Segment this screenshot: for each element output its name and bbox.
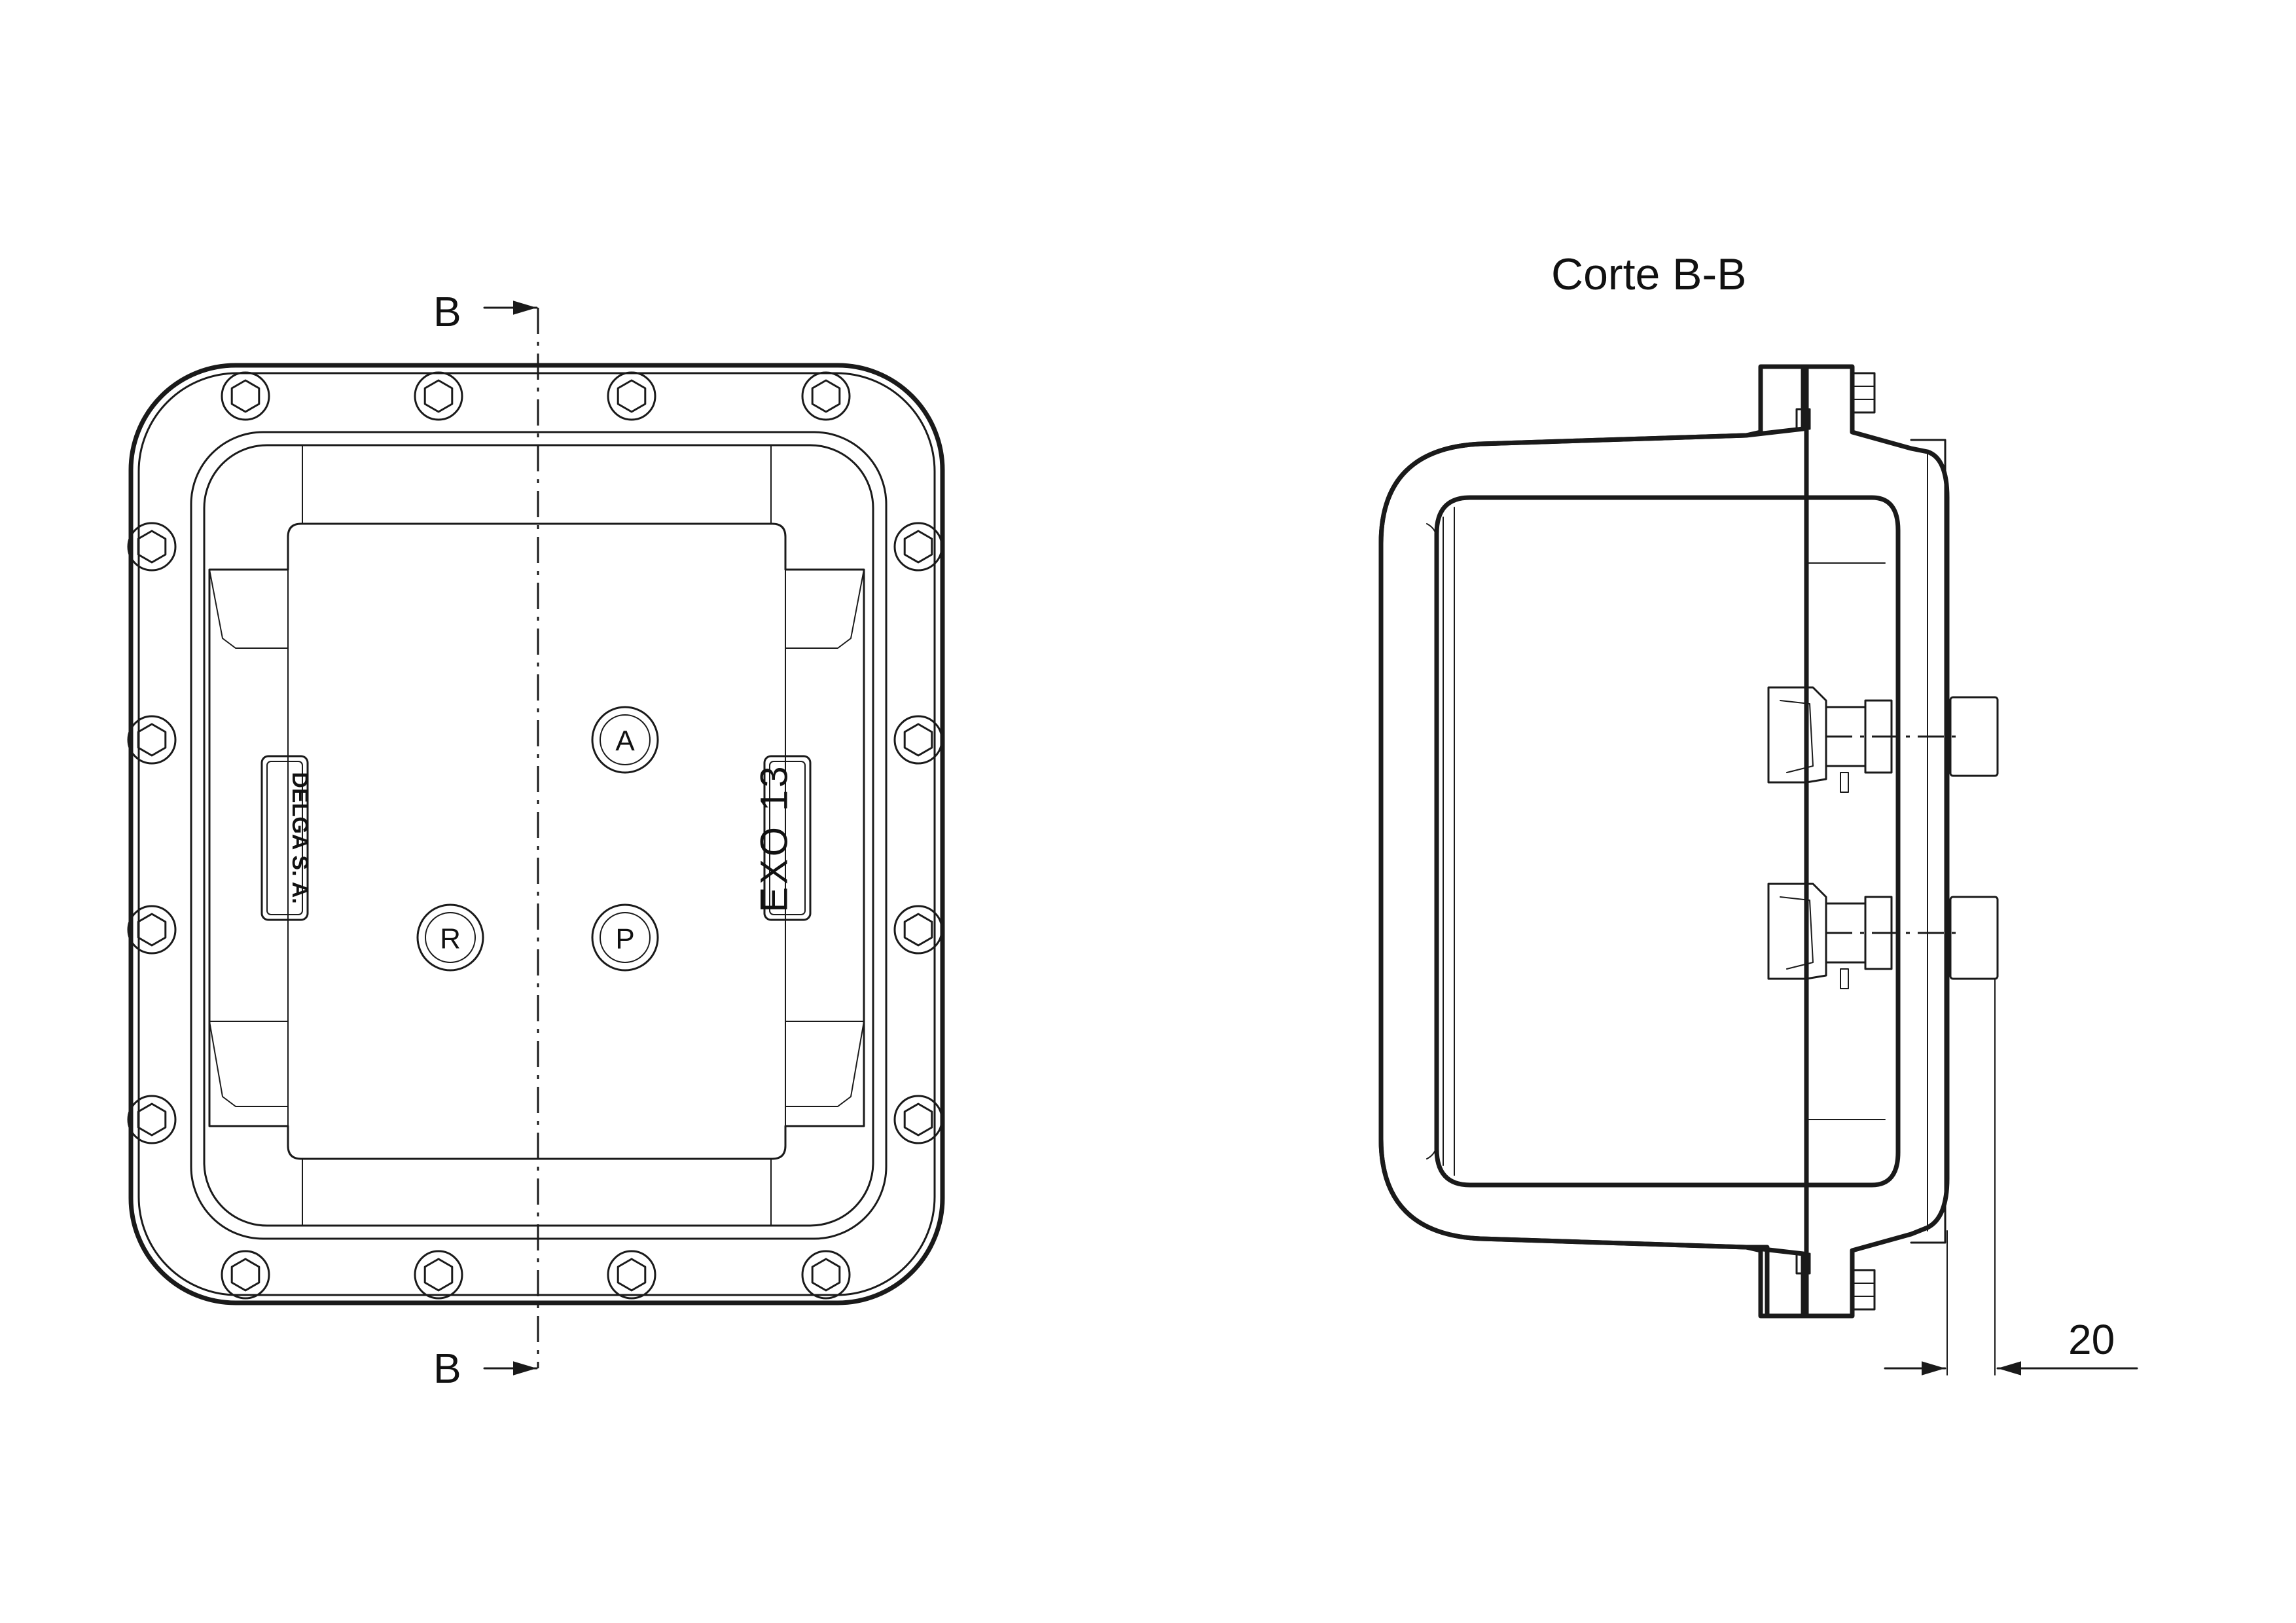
operator-lower	[1767, 883, 1999, 989]
button-a-label: A	[615, 725, 635, 757]
section-view: Corte B-B	[1378, 249, 2138, 1376]
button-p-label: P	[615, 923, 634, 955]
section-marker-bottom: B	[433, 1345, 461, 1392]
bolt-icon	[221, 371, 270, 421]
front-view: DELGA S. A. EXO 13 A R P B B	[127, 288, 945, 1392]
enclosure-flange-inner-edge	[137, 372, 936, 1296]
bolt-icon	[893, 905, 943, 955]
button-r: R	[416, 903, 484, 972]
bolt-icon	[127, 522, 177, 572]
bolt-icon	[127, 1095, 177, 1144]
bolt-icon	[893, 1095, 943, 1144]
nameplate-left-text: DELGA S. A.	[287, 772, 312, 904]
nameplate-right: EXO 13	[753, 755, 812, 921]
bolt-icon	[607, 1250, 656, 1300]
bolt-icon	[414, 1250, 463, 1300]
enclosure-outer-flange	[128, 363, 945, 1305]
section-title: Corte B-B	[1551, 249, 1747, 299]
bolt-icon	[801, 1250, 851, 1300]
dimension-value: 20	[2068, 1316, 2115, 1363]
bolt-icon	[607, 371, 656, 421]
nameplate-right-text: EXO 13	[753, 763, 796, 912]
nameplate-left: DELGA S. A.	[260, 755, 312, 921]
section-bolt-top	[1795, 372, 1876, 430]
bolt-icon	[801, 371, 851, 421]
bolt-icon	[127, 905, 177, 955]
button-a: A	[591, 706, 659, 774]
bolt-icon	[893, 715, 943, 765]
bolt-icon	[127, 715, 177, 765]
inner-panel	[208, 522, 865, 1160]
flange-bolts	[127, 371, 943, 1300]
bolt-icon	[893, 522, 943, 572]
operator-upper	[1767, 686, 1999, 793]
bolt-icon	[414, 371, 463, 421]
section-marker-top: B	[433, 288, 461, 335]
button-r-label: R	[440, 923, 461, 955]
button-p: P	[591, 903, 659, 972]
section-bolt-bottom	[1795, 1252, 1876, 1311]
bolt-icon	[221, 1250, 270, 1300]
dimension-20: 20	[1884, 978, 2138, 1376]
cover-section	[1804, 364, 1950, 1319]
